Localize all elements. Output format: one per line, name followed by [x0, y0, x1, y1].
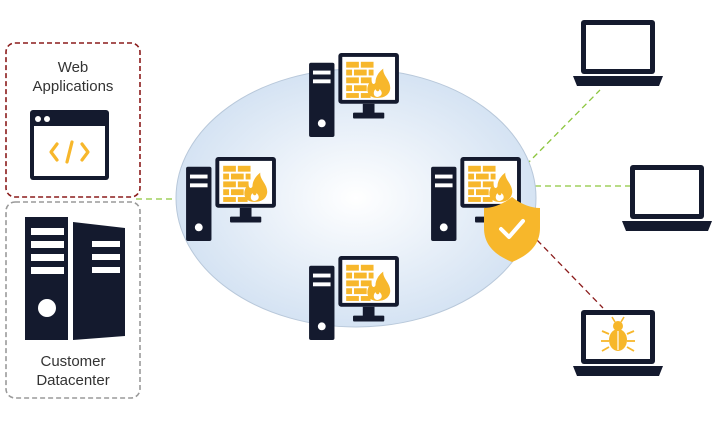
web-applications-label-line2: Applications	[32, 78, 114, 95]
web-applications-box	[5, 42, 141, 198]
bug-icon	[601, 316, 635, 352]
laptop-icon-middle	[622, 165, 712, 231]
server-rack-icon	[25, 217, 125, 340]
link-laptop-top	[525, 89, 601, 166]
link-laptop-threat	[536, 239, 604, 309]
laptop-icon-top	[573, 20, 663, 86]
code-window-icon	[30, 110, 109, 180]
shield-check-icon	[484, 197, 540, 262]
customer-datacenter-label: Customer Datacenter	[6, 352, 140, 390]
web-applications-label-line1: Web	[57, 59, 89, 76]
customer-datacenter-label-line1: Customer	[40, 353, 106, 370]
customer-datacenter-box	[5, 201, 141, 399]
web-applications-label: Web Applications	[6, 58, 140, 96]
customer-datacenter-label-line2: Datacenter	[36, 372, 110, 389]
